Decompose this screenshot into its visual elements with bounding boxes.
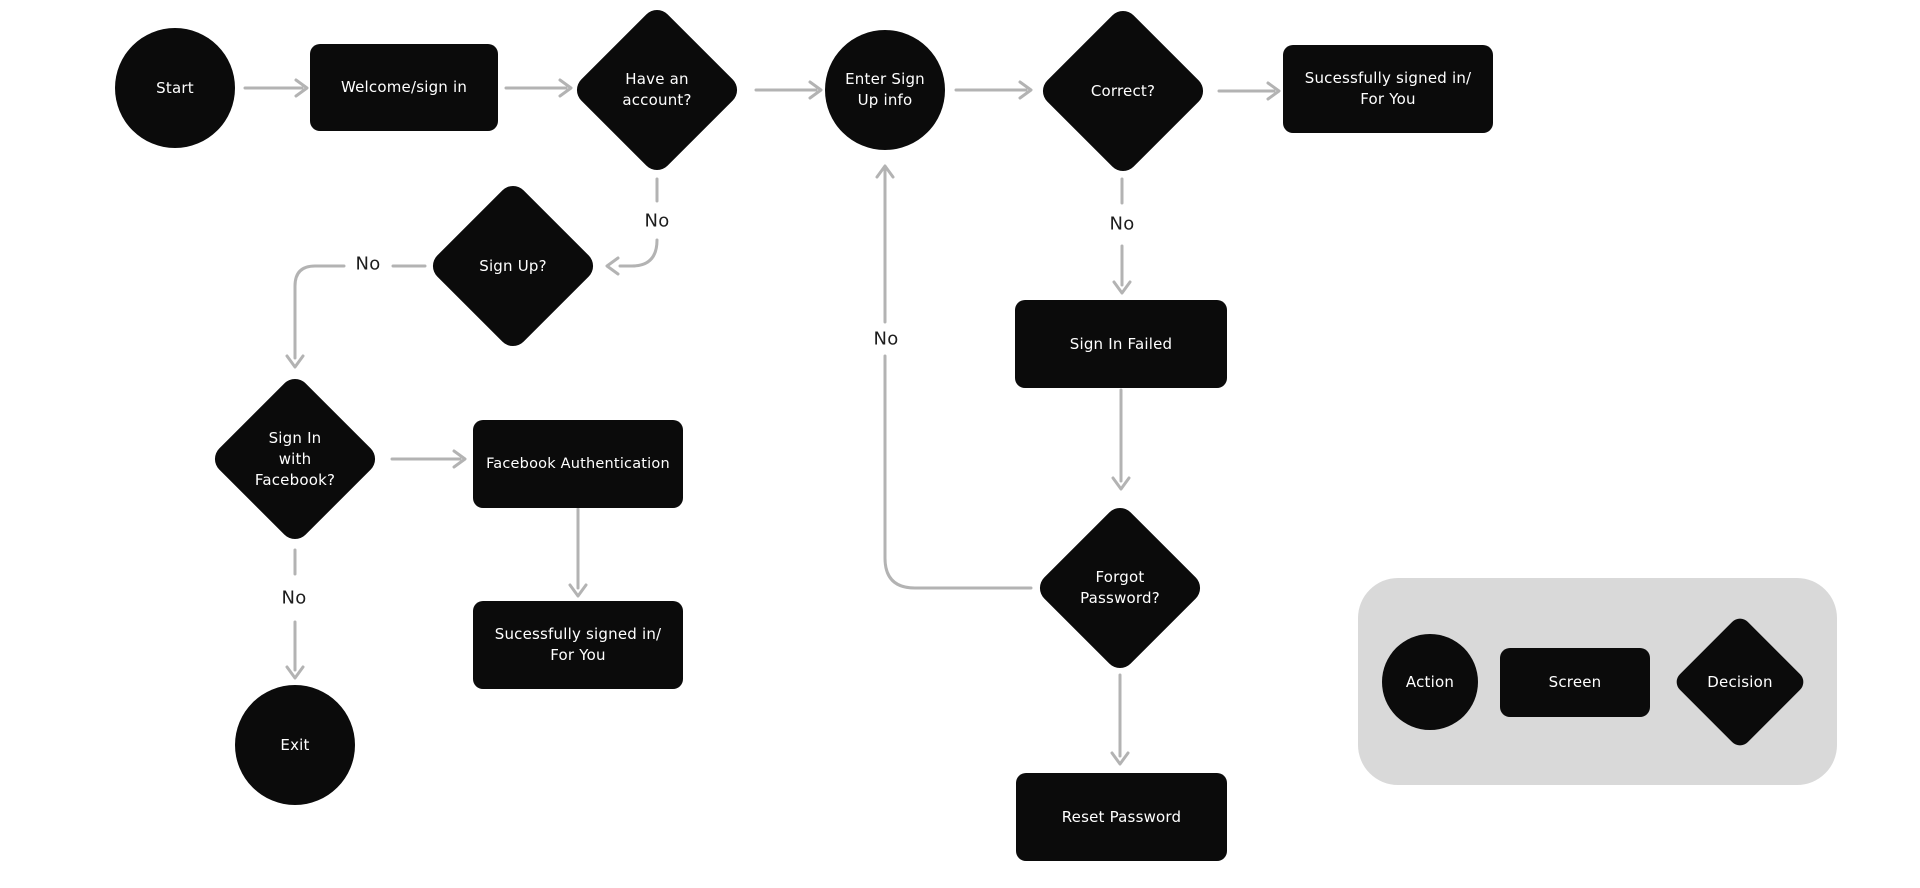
node-signin-facebook-label: Sign In with Facebook? bbox=[254, 428, 336, 489]
arrow-correct-no-to-failed bbox=[1112, 177, 1132, 295]
arrow-correct-to-success bbox=[1217, 81, 1281, 101]
node-correct-decision: Correct? bbox=[1036, 4, 1210, 178]
arrow-have-account-to-enter bbox=[754, 80, 823, 100]
legend-screen-shape: Screen bbox=[1500, 648, 1650, 717]
edge-label-signup-no: No bbox=[355, 253, 381, 275]
node-correct-label: Correct? bbox=[1090, 81, 1156, 100]
arrow-start-to-welcome bbox=[243, 78, 309, 98]
node-exit: Exit bbox=[235, 685, 355, 805]
node-success-signin-screen: Sucessfully signed in/ For You bbox=[1283, 45, 1493, 133]
legend-decision-shape: Decision bbox=[1672, 614, 1808, 750]
node-success-facebook-screen: Sucessfully signed in/ For You bbox=[473, 601, 683, 689]
arrow-signup-no-to-facebook bbox=[285, 264, 427, 369]
arrow-enter-to-correct bbox=[954, 80, 1033, 100]
arrow-facebook-no-to-exit bbox=[285, 548, 305, 680]
node-have-account-label: Have an account? bbox=[622, 70, 692, 109]
arrow-failed-to-forgot bbox=[1111, 388, 1131, 491]
arrow-have-account-no-to-signup bbox=[605, 177, 659, 276]
node-have-account-decision: Have an account? bbox=[570, 3, 744, 177]
edge-label-have-account-no: No bbox=[644, 210, 670, 232]
node-signup-decision: Sign Up? bbox=[426, 179, 600, 353]
node-signin-failed-screen: Sign In Failed bbox=[1015, 300, 1227, 388]
node-start: Start bbox=[115, 28, 235, 148]
node-forgot-password-decision: Forgot Password? bbox=[1033, 501, 1207, 675]
arrow-facebook-to-auth bbox=[390, 449, 467, 469]
legend-action-shape: Action bbox=[1382, 634, 1478, 730]
node-forgot-password-label: Forgot Password? bbox=[1080, 568, 1160, 607]
arrow-forgot-to-reset bbox=[1110, 673, 1130, 766]
node-enter-signup-action: Enter Sign Up info bbox=[825, 30, 945, 150]
node-signup-label: Sign Up? bbox=[479, 256, 547, 275]
arrow-forgot-no-to-enter bbox=[875, 164, 1033, 590]
node-reset-password-screen: Reset Password bbox=[1016, 773, 1227, 861]
node-facebook-auth-screen: Facebook Authentication bbox=[473, 420, 683, 508]
legend-decision-label: Decision bbox=[1707, 672, 1773, 691]
edge-label-forgot-password-no: No bbox=[873, 328, 899, 350]
arrow-auth-to-success bbox=[568, 507, 588, 598]
edge-label-signin-facebook-no: No bbox=[281, 587, 307, 609]
legend-panel: Action Screen Decision bbox=[1358, 578, 1837, 785]
edge-label-correct-no: No bbox=[1109, 213, 1135, 235]
node-welcome-screen: Welcome/sign in bbox=[310, 44, 498, 131]
arrow-welcome-to-have-account bbox=[504, 78, 573, 98]
node-signin-facebook-decision: Sign In with Facebook? bbox=[208, 372, 382, 546]
